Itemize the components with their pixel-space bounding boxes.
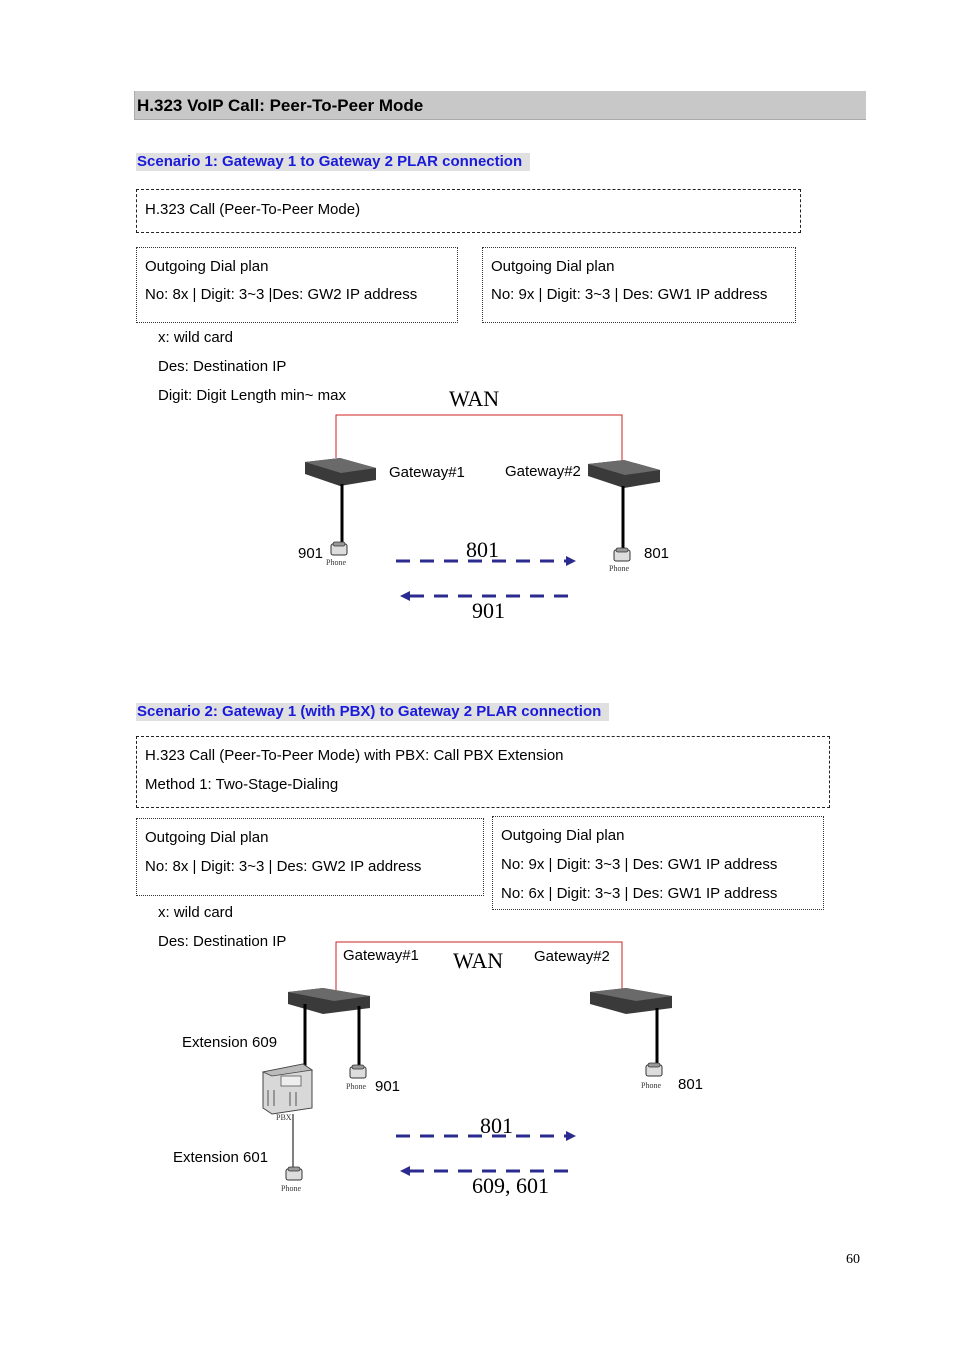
mode-text: H.323 Call (Peer-To-Peer Mode) with PBX:… — [145, 747, 564, 764]
legend-wildcard: x: wild card — [158, 904, 234, 921]
phone-2-number: 801 — [644, 545, 670, 562]
phone-1-number: 901 — [375, 1078, 401, 1095]
phone-icon — [645, 1062, 663, 1077]
dial-plan-title: Outgoing Dial plan — [491, 258, 615, 275]
phone-icon — [285, 1166, 303, 1181]
gw1-dial-plan-box: Outgoing Dial plan No: 8x | Digit: 3~3 |… — [136, 818, 484, 896]
gateway-2-label: Gateway#2 — [505, 463, 581, 480]
phone-caption: Phone — [281, 1184, 301, 1193]
phone-1-caption: Phone — [326, 558, 346, 567]
section-title: H.323 VoIP Call: Peer-To-Peer Mode — [137, 96, 424, 115]
dial-plan-rule: No: 6x | Digit: 3~3 | Des: GW1 IP addres… — [501, 885, 778, 902]
page-number: 60 — [846, 1252, 860, 1267]
method-text: Method 1: Two-Stage-Dialing — [145, 776, 339, 793]
scenario-2-mode-box: H.323 Call (Peer-To-Peer Mode) with PBX:… — [136, 736, 830, 808]
dial-plan-title: Outgoing Dial plan — [501, 827, 625, 844]
wan-label: WAN — [453, 948, 504, 973]
phone-caption: Phone — [346, 1082, 366, 1091]
arrow-right — [396, 1131, 576, 1141]
dial-plan-title: Outgoing Dial plan — [145, 258, 269, 275]
arrow-right — [396, 556, 576, 566]
gateway-1-label: Gateway#1 — [343, 947, 419, 964]
phone-icon — [349, 1064, 367, 1079]
arrow-left — [400, 1166, 576, 1176]
scenario-1-mode-box: H.323 Call (Peer-To-Peer Mode) — [136, 189, 801, 233]
arrow-left-label: 609, 601 — [472, 1173, 549, 1198]
phone-caption: Phone — [641, 1081, 661, 1090]
legend-destination: Des: Destination IP — [158, 933, 287, 950]
arrow-right-label: 801 — [466, 537, 499, 562]
section-header: H.323 VoIP Call: Peer-To-Peer Mode — [134, 91, 866, 120]
scenario-1-title: Scenario 1: Gateway 1 to Gateway 2 PLAR … — [136, 153, 531, 171]
pbx-caption: PBX — [276, 1113, 292, 1122]
pbx-icon — [261, 1063, 314, 1168]
dial-plan-title: Outgoing Dial plan — [145, 829, 269, 846]
gw2-dial-plan-box: Outgoing Dial plan No: 9x | Digit: 3~3 |… — [482, 247, 796, 323]
phone-2-number: 801 — [678, 1076, 704, 1093]
scenario-2-title: Scenario 2: Gateway 1 (with PBX) to Gate… — [136, 703, 610, 721]
arrow-left-label: 901 — [472, 598, 505, 623]
gateway-2-device — [590, 988, 672, 1066]
arrow-right-label: 801 — [480, 1113, 513, 1138]
arrow-left — [400, 591, 576, 601]
dial-plan-rule: No: 8x | Digit: 3~3 | Des: GW2 IP addres… — [145, 858, 422, 875]
gateway-2-device — [588, 460, 660, 548]
gateway-1-label: Gateway#1 — [389, 464, 465, 481]
gateway-1-device — [305, 458, 376, 542]
gateway-1-device — [288, 988, 370, 1068]
dial-plan-rule: No: 9x | Digit: 3~3 | Des: GW1 IP addres… — [491, 286, 768, 303]
phone-2-caption: Phone — [609, 564, 629, 573]
wan-link — [335, 414, 623, 460]
wan-label: WAN — [449, 386, 500, 411]
legend-digit: Digit: Digit Length min~ max — [158, 387, 346, 404]
mode-text: H.323 Call (Peer-To-Peer Mode) — [145, 201, 361, 218]
gateway-2-label: Gateway#2 — [534, 948, 610, 965]
gw1-dial-plan-box: Outgoing Dial plan No: 8x | Digit: 3~3 |… — [136, 247, 458, 323]
phone-1-number: 901 — [298, 545, 324, 562]
dial-plan-rule: No: 8x | Digit: 3~3 |Des: GW2 IP address — [145, 286, 418, 303]
extension-609-label: Extension 609 — [182, 1034, 278, 1051]
dial-plan-rule: No: 9x | Digit: 3~3 | Des: GW1 IP addres… — [501, 856, 778, 873]
extension-601-label: Extension 601 — [173, 1149, 269, 1166]
legend-wildcard: x: wild card — [158, 329, 234, 346]
phone-icon — [330, 541, 348, 556]
wan-link — [335, 941, 623, 990]
legend-destination: Des: Destination IP — [158, 358, 287, 375]
gw2-dial-plan-box: Outgoing Dial plan No: 9x | Digit: 3~3 |… — [492, 816, 824, 910]
phone-icon — [613, 547, 631, 562]
